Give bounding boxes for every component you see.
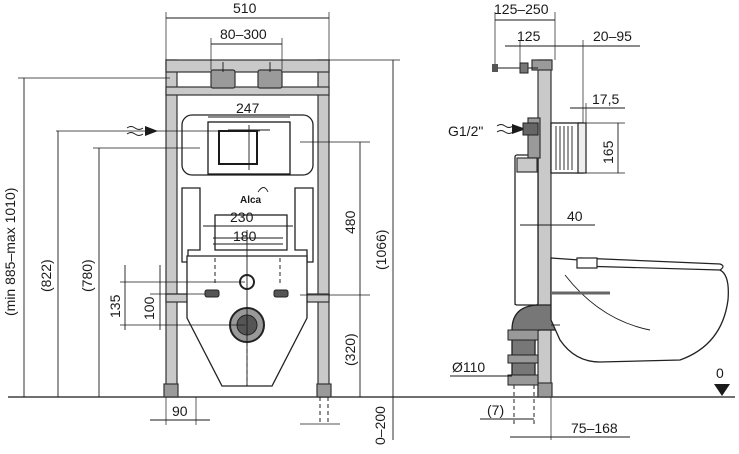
right-upright (317, 59, 330, 398)
right-foot (316, 383, 332, 398)
floor-level-triangle-icon (714, 384, 730, 396)
dim-75-168: 75–168 (571, 420, 618, 436)
dim-floor-adjust: 0–200 (372, 406, 388, 445)
left-support-rail (181, 187, 201, 263)
side-frame-upright (537, 59, 552, 398)
water-inlet-label: G1/2" (448, 123, 483, 139)
brand-logo: Alca (240, 195, 262, 206)
flush-button (218, 130, 258, 165)
dim-flush-plate-width: 247 (236, 100, 260, 116)
dim-foot-90: 90 (172, 403, 188, 419)
dim-adjustable-height: (min 885–max 1010) (2, 188, 18, 316)
dim-135: 135 (107, 294, 123, 318)
logo-swoosh-icon (257, 187, 269, 193)
front-view: Alca (2, 0, 400, 445)
dim-7: (7) (487, 402, 504, 418)
right-support-rail (294, 187, 314, 263)
dim-17-5: 17,5 (592, 91, 619, 107)
dim-total-width: 510 (233, 0, 257, 16)
side-valve (516, 157, 538, 173)
dim-165: 165 (600, 140, 616, 164)
right-bolt (273, 289, 289, 298)
upper-crossbar (165, 86, 330, 96)
flush-housing-ribs (555, 126, 573, 170)
side-frame-top (531, 59, 553, 71)
top-crossbar (165, 59, 330, 73)
floor-level-marker: 0 (714, 365, 730, 396)
dim-height-320: (320) (342, 333, 358, 366)
water-inflow-arrow-icon (56, 126, 260, 136)
right-wall-bracket (257, 69, 283, 89)
dim-100: 100 (141, 296, 157, 320)
left-foot (163, 383, 179, 398)
left-upright (165, 59, 178, 398)
dim-height-780: (780) (79, 259, 95, 292)
dim-40: 40 (567, 208, 583, 224)
side-water-inflow-arrow-icon (496, 124, 526, 134)
bowl-lid (579, 257, 724, 271)
side-view: 0 125–250 125 20–95 17,5 165 G1/2" 40 Ø1 (448, 1, 730, 440)
dim-height-822: (822) (38, 259, 54, 292)
dim-height-1066: (1066) (373, 230, 389, 270)
dim-inner-180: 180 (233, 228, 257, 244)
dim-125-250: 125–250 (494, 1, 549, 17)
dim-bracket-spacing: 80–300 (220, 26, 267, 42)
dim-20-95: 20–95 (593, 28, 632, 44)
dim-pipe-diameter: Ø110 (452, 359, 485, 375)
left-bolt (204, 289, 220, 298)
left-wall-bracket (210, 69, 236, 89)
wall-hung-bowl (550, 257, 729, 363)
side-foot (537, 382, 553, 398)
dim-height-480: 480 (342, 210, 358, 234)
floor-level-label: 0 (716, 365, 724, 381)
dim-125: 125 (517, 28, 541, 44)
side-cistern (514, 154, 539, 306)
dim-inner-230: 230 (230, 209, 254, 225)
